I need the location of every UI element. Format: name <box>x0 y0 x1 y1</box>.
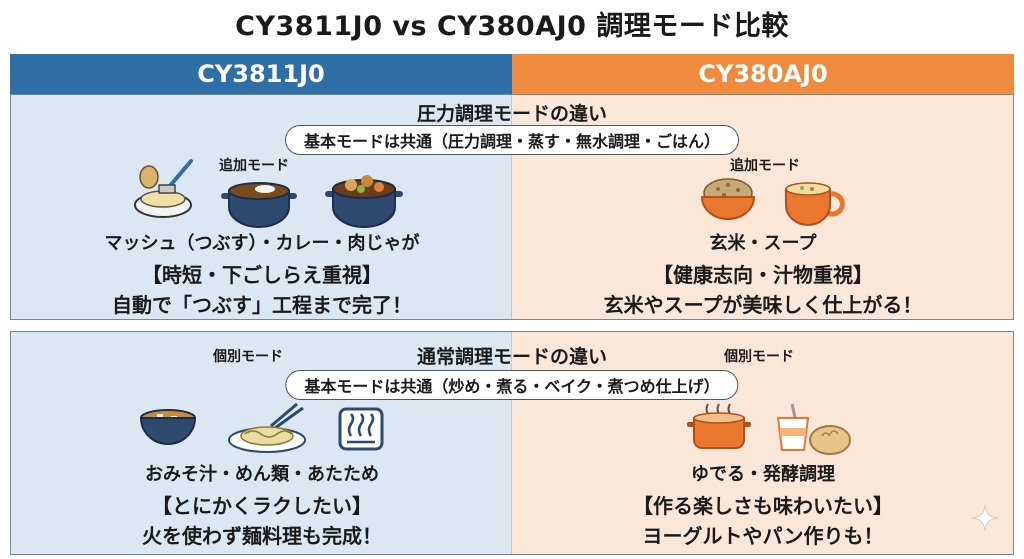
normal-comparison-panel: 個別モード おみそ汁・めん類・あたため 【とにかくラクしたい】 火を使わず麺料理… <box>10 331 1014 555</box>
pressure-left-feature: 【時短・下ごしらえ重視】 <box>142 263 382 287</box>
brown-rice-bowl-icon <box>700 178 756 220</box>
pressure-right-feature: 【健康志向・汁物重視】 <box>653 263 873 287</box>
pressure-right-half: 追加モード 玄米・スープ 【健康志向・汁物重視】 玄米やスープが美味しく仕上がる… <box>512 95 1013 319</box>
soup-cup-icon <box>785 182 845 226</box>
pressure-section-title: 圧力調理モードの違い <box>416 103 607 125</box>
model-header-right: CY380AJ0 <box>512 54 1014 94</box>
pressure-left-label: 追加モード <box>219 158 289 174</box>
normal-right-feature: 【作る楽しさも味わいたい】 <box>633 494 893 518</box>
curry-pot-icon <box>221 182 297 228</box>
normal-right-modes: ゆでる・発酵調理 <box>691 464 835 485</box>
normal-left-label: 個別モード <box>213 349 283 365</box>
normal-right-desc: ヨーグルトやパン作りも！ <box>642 524 884 548</box>
normal-common-modes-pill: 基本モードは共通（炒め・煮る・ベイク・煮つめ仕上げ） <box>285 370 739 400</box>
steam-reheat-icon <box>338 407 384 451</box>
normal-left-modes: おみそ汁・めん類・あたため <box>145 464 379 485</box>
normal-left-desc: 火を使わず麺料理も完成！ <box>142 524 382 548</box>
pressure-comparison-panel: 追加モード マッシュ（つぶす）・カレー・肉じゃ <box>10 94 1014 320</box>
pressure-right-modes: 玄米・スープ <box>709 233 817 254</box>
page-title: CY3811J0 vs CY380AJ0 調理モード比較 <box>235 11 789 42</box>
potato-masher-icon <box>134 159 193 218</box>
miso-soup-bowl-icon <box>139 409 197 445</box>
normal-right-label: 個別モード <box>724 349 794 365</box>
sparkle-icon <box>971 504 999 532</box>
pressure-right-desc: 玄米やスープが美味しく仕上がる！ <box>603 293 923 317</box>
nikujaga-pot-icon <box>325 175 403 228</box>
pressure-common-modes-pill: 基本モードは共通（圧力調理・蒸す・無水調理・ごはん） <box>284 125 740 155</box>
pressure-right-label: 追加モード <box>730 158 800 174</box>
noodle-plate-icon <box>228 402 306 453</box>
model-header-left: CY3811J0 <box>10 54 512 94</box>
yogurt-bread-icon <box>776 403 851 455</box>
pressure-left-modes: マッシュ（つぶす）・カレー・肉じゃが <box>104 233 420 254</box>
normal-left-half: 個別モード おみそ汁・めん類・あたため 【とにかくラクしたい】 火を使わず麺料理… <box>11 332 512 554</box>
normal-right-half: 個別モード ゆでる・発酵調理 【作る楽しさも味わいたい】 ヨーグルトやパン作りも… <box>512 332 1013 554</box>
normal-left-feature: 【とにかくラクしたい】 <box>152 494 372 518</box>
normal-section-title: 通常調理モードの違い <box>416 346 607 368</box>
boiling-pot-icon <box>687 403 751 449</box>
pressure-left-desc: 自動で「つぶす」工程まで完了！ <box>112 293 412 317</box>
